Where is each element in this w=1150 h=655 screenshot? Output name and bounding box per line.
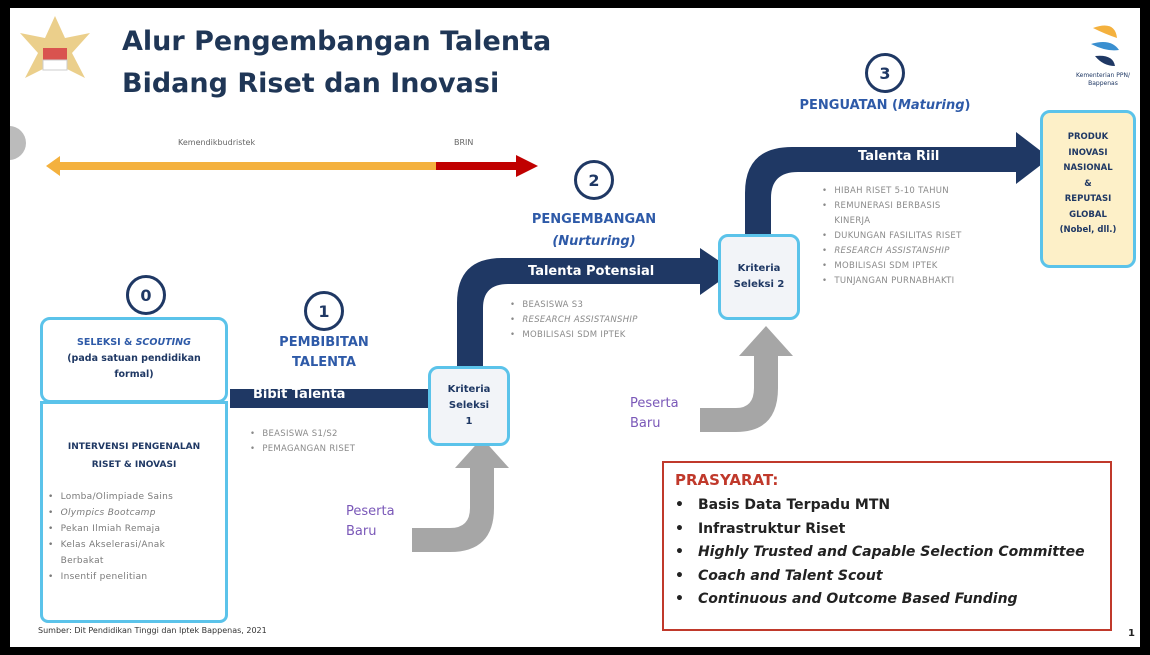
intervensi-item: Insentif penelitian [48, 569, 220, 585]
stage-2-item: BEASISWA S3 [510, 298, 638, 313]
talenta-riil-label: Talenta Riil [858, 149, 940, 164]
stage-1-item: PEMAGANGAN RISET [250, 442, 355, 457]
slide: { "title": { "line1": "Alur Pengembangan… [10, 8, 1140, 647]
peserta-baru-1: Peserta Baru [346, 504, 395, 539]
bappenas-logo-icon [1091, 25, 1119, 66]
prasyarat-item: Infrastruktur Riset [675, 518, 1105, 542]
kriteria-seleksi-1: Kriteria Seleksi 1 [428, 366, 510, 446]
intervensi-item: Olympics Bootcamp [48, 505, 220, 521]
stage-1-title: PEMBIBITAN TALENTA [279, 335, 369, 370]
intervensi-item: Kelas Akselerasi/Anak Berbakat [48, 537, 220, 569]
brin-label: BRIN [454, 138, 474, 147]
stage-2-title: PENGEMBANGAN [531, 212, 657, 227]
logo-text: Kementerian PPN/ Bappenas [1076, 72, 1130, 87]
stage-1-number: 1 [304, 291, 344, 331]
institution-arrow [46, 155, 538, 177]
stage-2-number: 2 [574, 160, 614, 200]
stage-3-item: DUKUNGAN FASILITAS RISET [822, 229, 992, 244]
stage-1-item: BEASISWA S1/S2 [250, 427, 355, 442]
kriteria-seleksi-2-text: Kriteria Seleksi 2 [733, 263, 785, 290]
scouting-italic: SCOUTING [135, 337, 191, 348]
title-line-1: Alur Pengembangan Talenta [122, 26, 552, 57]
prasyarat-item: Highly Trusted and Capable Selection Com… [675, 541, 1105, 565]
stage-2-list: BEASISWA S3 RESEARCH ASSISTANSHIP MOBILI… [510, 298, 638, 343]
intervensi-list: Lomba/Olimpiade Sains Olympics Bootcamp … [48, 489, 220, 585]
kriteria-seleksi-2: Kriteria Seleksi 2 [718, 234, 800, 320]
stage-2-subtitle: (Nurturing) [552, 234, 636, 249]
source-note: Sumber: Dit Pendidikan Tinggi dan Iptek … [38, 626, 267, 635]
stage-3-number: 3 [865, 53, 905, 93]
page-number: 1 [1128, 628, 1135, 639]
stage-2-item: RESEARCH ASSISTANSHIP [510, 313, 638, 328]
kemendikbudristek-label: Kemendikbudristek [178, 138, 256, 147]
prasyarat-list: Basis Data Terpadu MTN Infrastruktur Ris… [675, 494, 1105, 612]
prasyarat-item: Coach and Talent Scout [675, 565, 1105, 589]
kriteria-seleksi-1-text: Kriteria Seleksi 1 [447, 384, 491, 427]
stage-3-list: HIBAH RISET 5-10 TAHUN REMUNERASI BERBAS… [822, 184, 992, 289]
stage-3-item: MOBILISASI SDM IPTEK [822, 259, 992, 274]
prasyarat-item: Basis Data Terpadu MTN [675, 494, 1105, 518]
stage-3-item: REMUNERASI BERBASIS KINERJA [822, 199, 992, 229]
seleksi-scouting-text: SELEKSI & SCOUTING (pada satuan pendidik… [40, 335, 228, 383]
intervensi-item: Pekan Ilmiah Remaja [48, 521, 220, 537]
stage-3-item: TUNJANGAN PURNABHAKTI [822, 274, 992, 289]
title-line-2: Bidang Riset dan Inovasi [122, 68, 500, 99]
seleksi-subtitle: (pada satuan pendidikan formal) [67, 353, 201, 380]
prasyarat-title: PRASYARAT: [675, 471, 779, 489]
talenta-potensial-label: Talenta Potensial [528, 264, 655, 279]
stage-0-number: 0 [126, 275, 166, 315]
stage-2-item: MOBILISASI SDM IPTEK [510, 328, 638, 343]
stage-3-title: PENGUATAN (Maturing) [799, 98, 971, 113]
garuda-emblem-icon [20, 16, 90, 78]
produk-inovasi-box [1040, 110, 1136, 268]
stage-1-list: BEASISWA S1/S2 PEMAGANGAN RISET [250, 427, 355, 457]
decorative-circle [10, 126, 26, 160]
peserta-baru-2: Peserta Baru [630, 396, 679, 431]
bibit-talenta-label: Bibit Talenta [253, 387, 346, 402]
stage-3-item: RESEARCH ASSISTANSHIP [822, 244, 992, 259]
talent-staircase-arrow [230, 132, 1050, 552]
intervensi-item: Lomba/Olimpiade Sains [48, 489, 220, 505]
prasyarat-item: Continuous and Outcome Based Funding [675, 588, 1105, 612]
intervensi-title: INTERVENSI PENGENALAN RISET & INOVASI [67, 442, 201, 470]
seleksi-title: SELEKSI & [77, 337, 136, 348]
stage-3-item: HIBAH RISET 5-10 TAHUN [822, 184, 992, 199]
